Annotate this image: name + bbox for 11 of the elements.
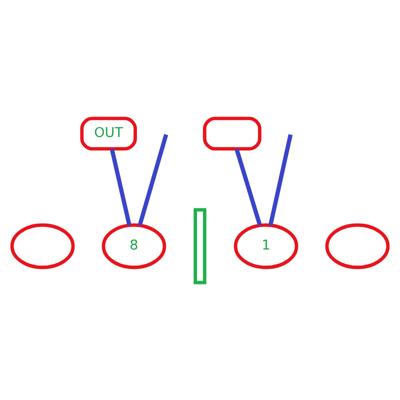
node-circle (10, 222, 75, 269)
connector (268, 134, 293, 226)
node-box (202, 116, 262, 150)
node-circle (325, 222, 390, 269)
connector (138, 133, 168, 226)
node-bar (194, 208, 206, 284)
node-ellipse: 8 (102, 222, 166, 269)
node-box: OUT (80, 116, 137, 150)
node-ellipse: 1 (234, 222, 298, 269)
connector (234, 148, 262, 226)
connector (110, 148, 132, 226)
